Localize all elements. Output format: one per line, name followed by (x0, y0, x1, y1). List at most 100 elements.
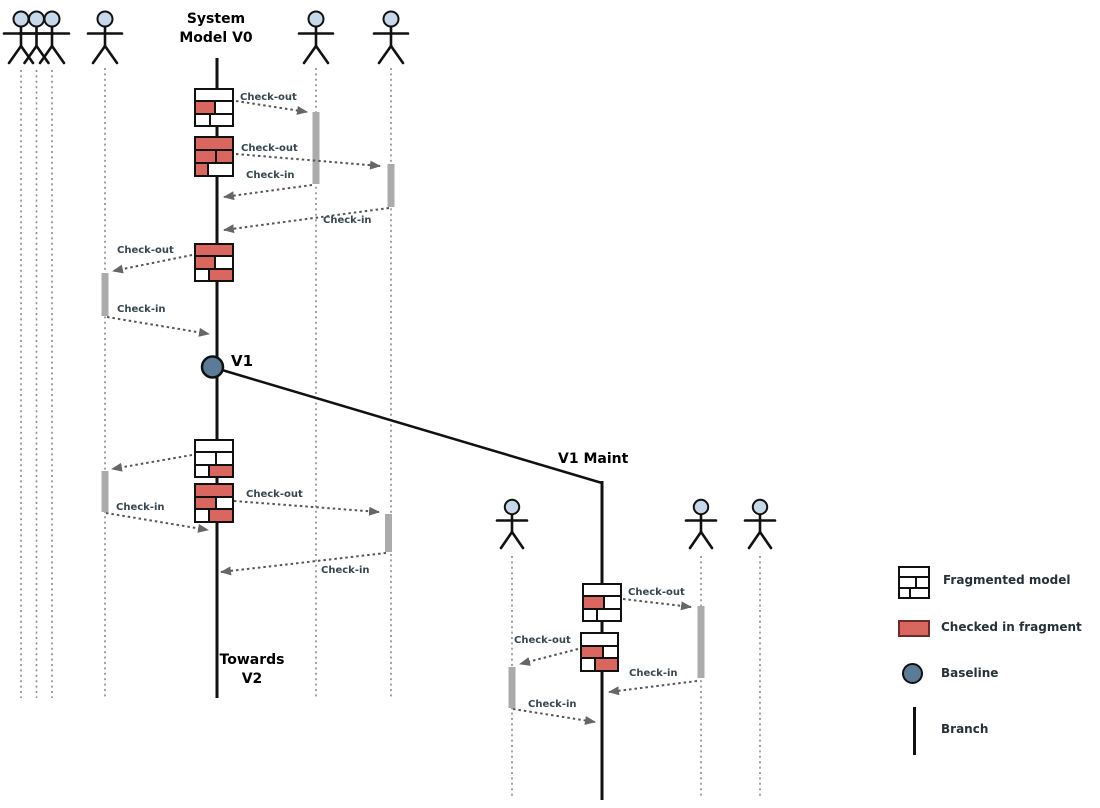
actor-maint-right (743, 498, 777, 550)
baseline-icon (902, 663, 923, 684)
checkout-arrow-maint-right (622, 598, 692, 611)
fragment-row (196, 164, 232, 175)
fragment-cell (208, 164, 232, 175)
checked-in-cell (196, 164, 209, 175)
checkout-label-maint-left: Check-out (514, 635, 571, 646)
baseline-v1-marker (200, 355, 225, 379)
checked-in-cell (196, 102, 216, 113)
legend-label-fragmented-model: Fragmented model (943, 573, 1071, 587)
fragment-model-1 (194, 88, 234, 127)
checked-in-cell (584, 597, 605, 608)
activation-bar-7 (508, 667, 516, 708)
fragment-cell (196, 510, 210, 522)
branch-junction-line (221, 368, 603, 485)
checkout-label-second: Check-out (241, 143, 298, 154)
fragment-row (196, 138, 232, 151)
checkin-label-maint-right: Check-in (629, 668, 678, 679)
fragment-cell (603, 646, 617, 658)
fragment-row (582, 634, 617, 647)
fragment-model-3 (194, 243, 234, 282)
checkin-arrow-left-lower (105, 512, 209, 533)
checkout-arrow-left-upper (112, 254, 193, 274)
checkin-label-second: Check-in (323, 215, 372, 226)
checkin-arrow-maint-left (512, 708, 596, 725)
fragment-row (900, 588, 928, 597)
fragment-row (196, 245, 232, 258)
fragment-cell (196, 269, 210, 280)
fragment-cell (215, 257, 232, 268)
checked-in-cell (596, 659, 617, 671)
branch-icon (913, 707, 916, 755)
checked-in-fragment-icon (898, 620, 930, 637)
fragment-cell (196, 441, 232, 452)
checkin-arrow-lower (220, 552, 387, 576)
fragment-cell (196, 453, 217, 464)
checkin-label-left-lower: Check-in (116, 502, 165, 513)
activation-bar-4 (101, 471, 109, 512)
fragment-row (196, 453, 232, 466)
v1-maint-branch-label: V1 Maint (558, 451, 629, 467)
fragment-row (196, 151, 232, 164)
checkin-arrow-first (223, 184, 313, 201)
fragment-row (196, 485, 232, 498)
fragment-row (582, 646, 617, 660)
checkout-arrow-lower (233, 500, 380, 516)
fragment-cell (584, 609, 598, 620)
activation-bar-6 (697, 606, 705, 678)
checked-in-cell (582, 646, 604, 658)
fragment-cell (900, 568, 928, 577)
checkout-arrow-top (235, 100, 308, 115)
fragment-cell (196, 90, 232, 101)
fragment-model-4 (194, 439, 234, 478)
fragmented-model-icon (898, 566, 930, 599)
fragment-row (900, 578, 928, 589)
actor-mid (297, 10, 335, 65)
fragment-cell (604, 597, 620, 608)
checkin-label-first: Check-in (246, 170, 295, 181)
actor-crowd (2, 10, 71, 65)
fragment-row (196, 465, 232, 476)
fragment-row (584, 609, 620, 620)
activation-bar-5 (385, 514, 392, 552)
checked-in-cell (196, 497, 217, 509)
checkout-label-maint-right: Check-out (628, 587, 685, 598)
fragment-cell (216, 497, 232, 509)
fragment-row (196, 90, 232, 103)
checked-in-cell (216, 151, 232, 162)
fragment-row (196, 510, 232, 522)
fragment-cell (917, 578, 928, 587)
fragment-cell (910, 588, 928, 597)
checked-in-cell (196, 245, 232, 256)
fragment-cell (196, 114, 212, 125)
checked-in-cell (196, 151, 217, 162)
checkout-label-lower: Check-out (246, 489, 303, 500)
fragment-row (196, 497, 232, 511)
fragment-cell (196, 465, 210, 476)
checkout-arrow-maint-left (519, 648, 579, 666)
checkin-label-left-upper: Check-in (117, 304, 166, 315)
actor-maint-mid (684, 498, 718, 550)
activation-bar-2 (387, 164, 395, 207)
fragment-model-2 (194, 136, 234, 177)
checkin-label-maint-left: Check-in (528, 699, 577, 710)
fragment-row (196, 114, 232, 125)
fragment-cell (597, 609, 620, 620)
v1-baseline-label: V1 (231, 352, 254, 370)
fragment-model-maint-2 (580, 632, 619, 672)
stick-figure-icon (33, 10, 71, 65)
fragment-row (582, 659, 617, 671)
checkout-arrow-left-lower (111, 454, 193, 472)
fragment-model-maint-1 (582, 583, 622, 622)
actor-maint-left (495, 498, 529, 550)
legend-label-branch: Branch (941, 722, 989, 736)
fragment-cell (215, 102, 232, 113)
actor-left (86, 10, 124, 65)
fragment-cell (582, 659, 596, 671)
checked-in-cell (196, 485, 232, 496)
main-branch-title-line1: System (186, 11, 246, 27)
fragment-cell (900, 588, 911, 597)
fragment-cell (900, 578, 918, 587)
fragment-row (196, 102, 232, 115)
